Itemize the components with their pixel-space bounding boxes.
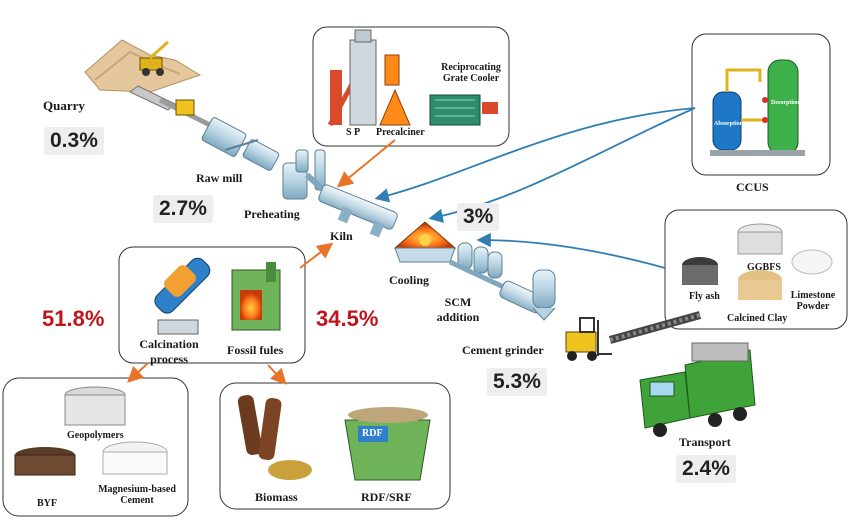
biomass-label: Biomass [255,490,298,504]
calcination-illustration [154,257,211,335]
arrow-precalciner-to-preheater [336,139,396,188]
calcination-line-2: process [150,352,188,366]
ccus-cooling-percentage: 3% [457,203,500,231]
fly-ash-label: Fly ash [689,291,720,302]
scm-silos [448,242,512,293]
transport-percentage: 2.4% [676,455,736,483]
calcination-percentage: 51.8% [42,306,105,331]
limestone-line-1: Limestone [790,290,836,301]
mg-cement-label: Magnesium-based Cement [92,484,182,506]
mg-cement-line-2: Cement [120,495,154,506]
raw-mill-illustration [201,117,280,171]
arrow-fuels-to-kiln [299,242,334,269]
arrow-panel-to-fuels [267,364,287,385]
crusher [175,99,195,116]
scm-addition-label: SCM addition [430,295,486,325]
cement-grinder-illustration [499,269,556,321]
rdf-bin-label: RDF [362,428,383,439]
scm-materials-illustration [682,223,833,300]
preheating-label: Preheating [244,207,300,221]
scm-panel [664,209,848,330]
truck-conveyor [608,311,702,344]
preheater-precalciner-illustration [327,29,498,127]
precalciner-label: Precalciner [376,127,425,138]
raw-mill-label: Raw mill [196,171,243,185]
fossil-fuels-percentage: 34.5% [316,306,379,331]
geopolymers-label: Geopolymers [67,430,124,441]
calcination-line-1: Calcination [139,337,199,351]
forklift [565,317,612,361]
rotary-kiln [318,184,398,238]
mg-cement-line-1: Magnesium-based [98,484,176,495]
cooling-label: Cooling [389,273,430,287]
desorption-label: Desorption [771,100,800,106]
kiln-label: Kiln [330,229,353,243]
limestone-powder-label: Limestone Powder [788,290,838,312]
transport-label: Transport [679,435,731,449]
fossil-fuel-burner-illustration [231,262,281,331]
limestone-line-2: Powder [796,301,830,312]
transport-truck [639,342,756,437]
fossil-fules-label: Fossil fules [227,343,284,357]
quarry-percentage: 0.3% [44,127,104,155]
alt-binders-panel [2,377,189,517]
arrow-scm-to-addition [476,232,666,269]
grate-cooler-line-1: Reciprocating [441,62,501,73]
grate-cooler-line-2: Grate Cooler [442,73,500,84]
rdf-srf-label: RDF/SRF [361,490,412,504]
calcined-clay-label: Calcined Clay [727,313,788,324]
quarry-label: Quarry [43,98,85,113]
cooler-illustration [393,221,457,263]
calcination-label: Calcination process [136,337,202,367]
arrow-panel-to-binders [127,362,149,383]
alt-binders-illustration [14,386,168,476]
sp-label: S P [346,127,361,138]
cement-grinder-label: Cement grinder [462,343,544,357]
raw-mill-percentage: 2.7% [153,195,213,223]
scm-addition-line-1: SCM [444,295,472,309]
ccus-label: CCUS [736,180,769,194]
ccus-illustration [710,59,805,156]
ggbfs-label: GGBFS [747,262,781,273]
arrow-ccus-to-preheater [374,107,696,203]
grate-cooler-label: Reciprocating Grate Cooler [433,62,509,84]
scm-addition-line-2: addition [436,310,480,324]
alt-fuels-illustration [237,395,431,481]
cement-grinder-percentage: 5.3% [487,368,547,396]
absorption-label: Absorption [714,121,744,127]
byf-label: BYF [37,498,57,509]
